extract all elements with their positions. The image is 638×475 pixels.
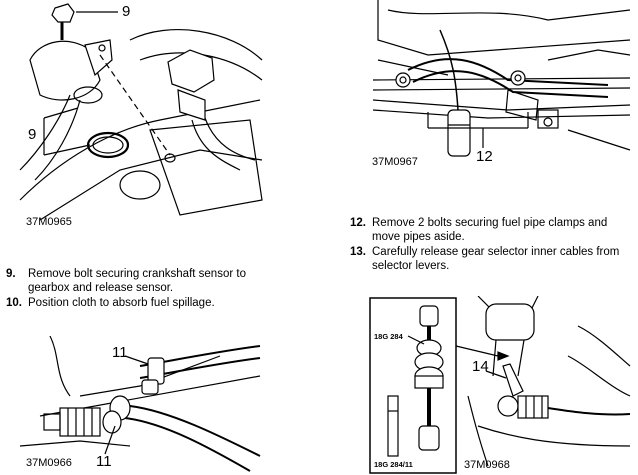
figure-caption: 37M0966 xyxy=(26,457,72,469)
step-text: Remove bolt securing crankshaft sensor t… xyxy=(28,268,246,294)
figure-crankshaft-sensor: 9 9 37M0965 xyxy=(0,0,268,232)
figure-gear-selector-cables: 18G 284 18G 284/11 14 37M0968 xyxy=(368,296,638,475)
fuel-pipe-clamps-illustration xyxy=(372,0,631,157)
figure-fuel-pipe-unions: 11 11 37M0966 xyxy=(20,336,268,475)
instruction-steps-right: 12. Remove 2 bolts securing fuel pipe cl… xyxy=(350,217,634,275)
step-text: Remove 2 bolts securing fuel pipe clamps… xyxy=(372,217,608,243)
step-item: 12. Remove 2 bolts securing fuel pipe cl… xyxy=(350,217,634,244)
figure-caption: 37M0965 xyxy=(26,216,72,228)
callout-11-top: 11 xyxy=(112,344,128,361)
step-number: 10. xyxy=(6,297,22,309)
figure-fuel-pipe-clamps: 12 37M0967 xyxy=(368,0,638,172)
step-text: Position cloth to absorb fuel spillage. xyxy=(28,297,215,309)
tool-label-18g284: 18G 284 xyxy=(374,332,403,341)
step-number: 13. xyxy=(350,246,366,258)
callout-9-sensor: 9 xyxy=(28,126,37,143)
callout-11-bottom: 11 xyxy=(96,453,112,470)
instruction-steps-left: 9. Remove bolt securing crankshaft senso… xyxy=(6,268,276,313)
step-item: 13. Carefully release gear selector inne… xyxy=(350,246,634,273)
step-item: 10. Position cloth to absorb fuel spilla… xyxy=(6,297,276,311)
figure-caption: 37M0967 xyxy=(372,156,418,168)
fuel-pipe-unions-illustration xyxy=(20,336,261,472)
tool-label-18g284-11: 18G 284/11 xyxy=(374,460,413,469)
step-item: 9. Remove bolt securing crankshaft senso… xyxy=(6,268,276,295)
step-number: 9. xyxy=(6,268,16,280)
callout-14: 14 xyxy=(472,358,489,375)
callout-12: 12 xyxy=(476,148,493,165)
gear-selector-illustration xyxy=(369,296,631,474)
crankshaft-sensor-illustration xyxy=(19,3,263,221)
step-text: Carefully release gear selector inner ca… xyxy=(372,246,620,272)
callout-9-bolt: 9 xyxy=(122,3,131,20)
figure-caption: 37M0968 xyxy=(464,459,510,471)
step-number: 12. xyxy=(350,217,366,229)
